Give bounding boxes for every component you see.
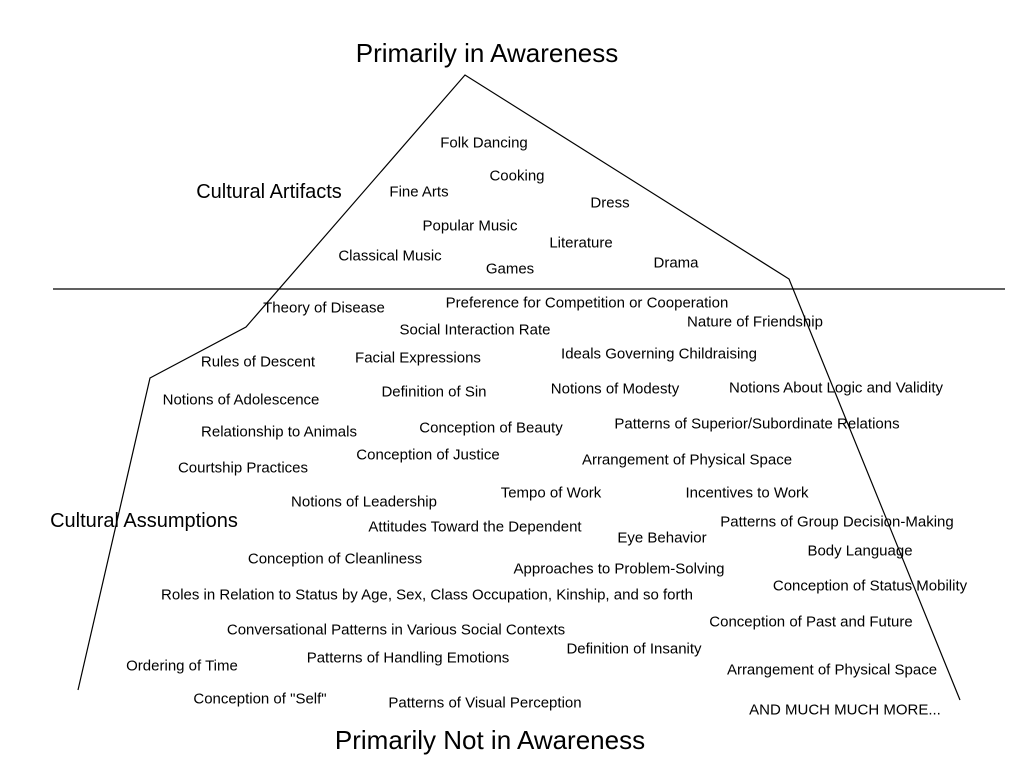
assumption-label: Patterns of Superior/Subordinate Relatio… bbox=[614, 415, 900, 433]
assumption-label: Notions of Modesty bbox=[550, 380, 680, 398]
assumption-label: Patterns of Group Decision-Making bbox=[720, 513, 954, 531]
assumption-label: Notions About Logic and Validity bbox=[728, 379, 944, 397]
assumption-label: Conception of Beauty bbox=[419, 419, 563, 437]
assumption-label: Courtship Practices bbox=[177, 459, 309, 477]
assumption-label: Arrangement of Physical Space bbox=[581, 451, 793, 469]
assumption-label: Attitudes Toward the Dependent bbox=[368, 518, 582, 536]
assumption-label: Social Interaction Rate bbox=[399, 321, 551, 339]
assumption-label: Tempo of Work bbox=[500, 484, 602, 502]
artifact-label: Drama bbox=[653, 254, 699, 272]
assumption-label: Rules of Descent bbox=[200, 353, 316, 371]
assumption-label: Facial Expressions bbox=[355, 349, 481, 367]
assumption-label: Relationship to Animals bbox=[201, 423, 357, 441]
assumption-label: Definition of Insanity bbox=[566, 640, 702, 658]
assumption-label: Ordering of Time bbox=[126, 657, 238, 675]
assumption-label: Conception of "Self" bbox=[193, 690, 327, 708]
assumption-label: Nature of Friendship bbox=[687, 313, 823, 331]
assumption-label: AND MUCH MUCH MORE... bbox=[749, 701, 941, 719]
assumption-label: Conception of Past and Future bbox=[709, 613, 913, 631]
assumption-label: Notions of Leadership bbox=[291, 493, 437, 511]
assumption-label: Arrangement of Physical Space bbox=[726, 661, 938, 679]
artifact-label: Games bbox=[485, 260, 535, 278]
artifact-label: Dress bbox=[590, 194, 630, 212]
assumption-label: Patterns of Visual Perception bbox=[388, 694, 582, 712]
assumption-label: Conception of Justice bbox=[356, 446, 500, 464]
assumption-label: Patterns of Handling Emotions bbox=[306, 649, 510, 667]
section-cultural-assumptions: Cultural Assumptions bbox=[50, 510, 238, 532]
assumption-label: Definition of Sin bbox=[381, 383, 487, 401]
assumption-label: Body Language bbox=[807, 542, 913, 560]
heading-primarily-not-in-awareness: Primarily Not in Awareness bbox=[334, 725, 646, 755]
assumption-label: Preference for Competition or Cooperatio… bbox=[445, 294, 729, 312]
artifact-label: Classical Music bbox=[338, 247, 442, 265]
iceberg-outline bbox=[77, 74, 961, 701]
artifact-label: Popular Music bbox=[422, 217, 518, 235]
assumption-label: Roles in Relation to Status by Age, Sex,… bbox=[161, 586, 693, 604]
assumption-label: Notions of Adolescence bbox=[162, 391, 320, 409]
assumption-label: Theory of Disease bbox=[263, 299, 385, 317]
assumption-label: Ideals Governing Childraising bbox=[561, 345, 757, 363]
heading-primarily-in-awareness: Primarily in Awareness bbox=[355, 38, 619, 68]
assumption-label: Conception of Cleanliness bbox=[247, 550, 423, 568]
artifact-label: Folk Dancing bbox=[440, 134, 528, 152]
assumption-label: Incentives to Work bbox=[685, 484, 809, 502]
artifact-label: Literature bbox=[549, 234, 613, 252]
assumption-label: Approaches to Problem-Solving bbox=[513, 560, 725, 578]
assumption-label: Conversational Patterns in Various Socia… bbox=[226, 621, 566, 639]
artifact-label: Fine Arts bbox=[389, 183, 449, 201]
assumption-label: Conception of Status Mobility bbox=[772, 577, 968, 595]
section-cultural-artifacts: Cultural Artifacts bbox=[196, 181, 342, 203]
artifact-label: Cooking bbox=[489, 167, 545, 185]
assumption-label: Eye Behavior bbox=[617, 529, 707, 547]
